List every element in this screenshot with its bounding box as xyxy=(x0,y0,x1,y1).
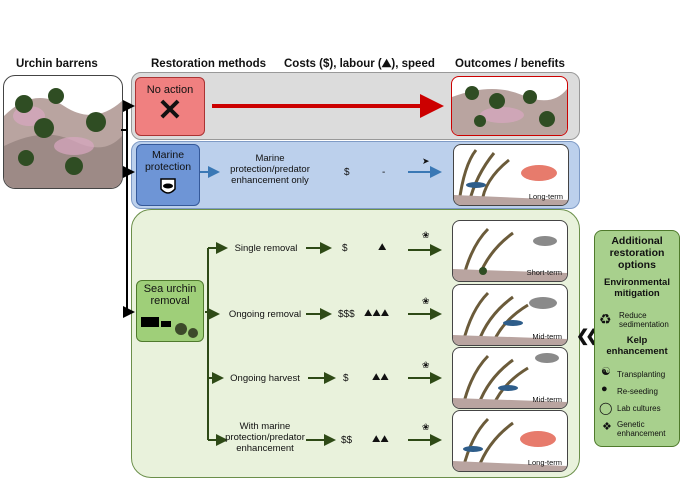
shield-fish-icon xyxy=(160,178,176,194)
header-outcomes: Outcomes / benefits xyxy=(455,58,565,70)
fish-icon: ❀ xyxy=(422,360,430,370)
row-2-outcome-image: Mid-term xyxy=(452,284,568,346)
fish-icon: ➤ xyxy=(422,156,430,166)
dna-icon: ❖ xyxy=(602,421,612,433)
fish-icon: ❀ xyxy=(422,296,430,306)
no-action-box: No action ✕ xyxy=(135,77,205,136)
header-costs: Costs ($), labour (⛰), speed xyxy=(284,58,435,70)
no-action-label: No action xyxy=(146,84,194,96)
side-item-reseeding: Re-seeding xyxy=(617,387,658,396)
transplant-icon: ☯ xyxy=(601,366,611,378)
row-2-method: Ongoing removal xyxy=(228,309,302,320)
env-title: Environmental mitigation xyxy=(604,277,670,299)
no-action-outcome-image xyxy=(451,76,568,136)
row-1-labour: ⛰ xyxy=(378,242,387,253)
row-1-method: Single removal xyxy=(234,243,298,254)
marine-outcome-image: Long-term xyxy=(453,144,569,206)
row-3-term: Mid-term xyxy=(532,395,562,404)
row-1-cost: $ xyxy=(342,243,348,254)
urchin-barrens-image xyxy=(3,75,123,189)
row-2-labour: ⛰⛰⛰ xyxy=(364,308,390,319)
env-item: Reduce sedimentation xyxy=(619,311,669,329)
marine-protection-box: Marine protection xyxy=(136,144,200,206)
marine-term: Long-term xyxy=(528,192,563,201)
fish-icon: ❀ xyxy=(422,230,430,240)
kelp-title: Kelp enhancement xyxy=(606,335,668,357)
row-4-labour: ⛰⛰ xyxy=(372,434,389,445)
row-1-term: Short-term xyxy=(526,268,562,277)
row-4-term: Long-term xyxy=(527,458,562,467)
row-2-cost: $$$ xyxy=(338,309,355,320)
row-3-labour: ⛰⛰ xyxy=(372,372,389,383)
additional-options-panel: Additional restoration options Environme… xyxy=(594,230,680,447)
fish-icon: ❀ xyxy=(422,422,430,432)
marine-method: Marine protection/predator enhancement o… xyxy=(230,153,310,186)
marine-labour: - xyxy=(382,167,386,178)
row-4-outcome-image: Long-term xyxy=(452,410,568,472)
side-item-transplanting: Transplanting xyxy=(617,370,666,379)
urchin-removal-label: Sea urchin removal xyxy=(143,283,197,307)
cross-icon: ✕ xyxy=(157,94,183,127)
side-item-lab-cultures: Lab cultures xyxy=(617,404,661,413)
row-1-outcome-image: Short-term xyxy=(452,220,568,282)
petri-dish-icon: ◯ xyxy=(599,401,613,415)
row-4-cost: $$ xyxy=(341,435,353,446)
row-4-method: With marine protection/predator enhancem… xyxy=(225,421,305,454)
diver-icon xyxy=(141,317,198,338)
row-3-method: Ongoing harvest xyxy=(230,373,300,384)
marine-protection-label: Marine protection xyxy=(144,149,192,173)
side-title: Additional restoration options xyxy=(609,235,665,271)
seed-icon: ● xyxy=(601,383,608,395)
row-2-term: Mid-term xyxy=(532,332,562,341)
row-3-outcome-image: Mid-term xyxy=(452,347,568,409)
marine-cost: $ xyxy=(344,167,350,178)
row-3-cost: $ xyxy=(343,373,349,384)
recycle-icon: ♻ xyxy=(599,311,612,327)
side-item-genetic: Genetic enhancement xyxy=(617,420,666,438)
header-restoration-methods: Restoration methods xyxy=(151,58,267,70)
urchin-removal-box: Sea urchin removal xyxy=(136,280,204,342)
header-urchin-barrens: Urchin barrens xyxy=(16,58,98,70)
